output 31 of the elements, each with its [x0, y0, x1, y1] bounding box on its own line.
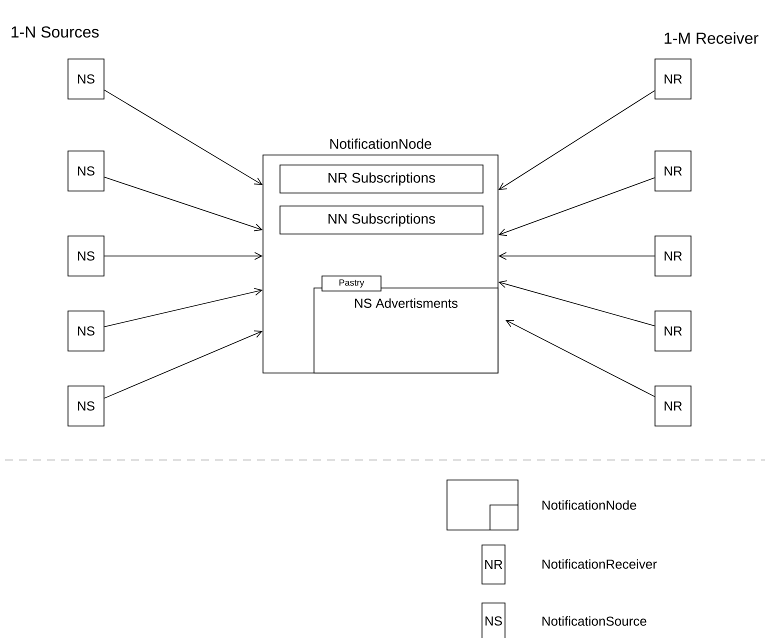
arrow	[505, 320, 655, 397]
receiver-box: NR	[654, 386, 692, 426]
receiver-box: NR	[654, 150, 692, 192]
source-box: NS	[68, 236, 104, 276]
legend-text: NotificationNode	[542, 500, 636, 510]
arrow	[104, 252, 263, 260]
arrow	[104, 176, 263, 232]
tab-label: Pastry	[322, 276, 382, 292]
receiver-box: NR	[654, 236, 692, 276]
legend-text: NotificationSource	[542, 616, 646, 626]
receiver-box: NR	[654, 58, 692, 100]
source-box: NS	[68, 58, 104, 100]
subscription-box: NN Subscriptions	[280, 206, 484, 234]
receiver-box: NR	[654, 310, 692, 352]
source-box: NS	[68, 150, 104, 192]
group-heading: 1-M Receiver	[664, 32, 758, 44]
source-box: NS	[68, 386, 104, 426]
arrow	[104, 330, 263, 399]
source-box: NS	[68, 310, 104, 352]
node-label: NotificationNode	[330, 138, 432, 149]
arrow	[498, 90, 655, 190]
legend-sample: NR	[482, 544, 506, 584]
arrow	[104, 288, 263, 328]
legend-text: NotificationReceiver	[542, 559, 657, 569]
subscription-box: NR Subscriptions	[280, 164, 484, 194]
arrow	[498, 252, 655, 260]
group-heading: 1-N Sources	[12, 26, 99, 38]
arrow	[498, 177, 655, 236]
legend-sample: NS	[482, 602, 506, 638]
arrow	[498, 280, 655, 326]
arrow	[104, 90, 263, 185]
